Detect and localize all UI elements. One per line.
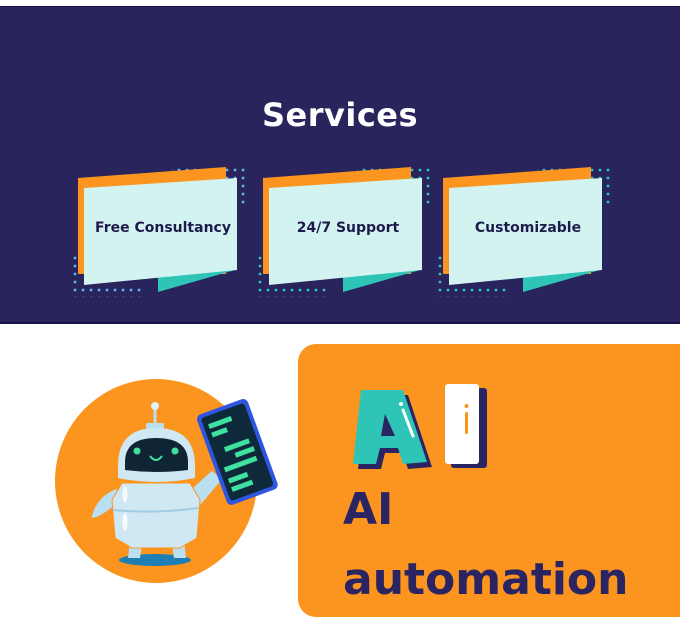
heading-line-2: automation	[343, 554, 629, 605]
service-card-free-consultancy[interactable]: Free Consultancy	[65, 160, 265, 305]
heading-line-1: AI	[343, 484, 394, 535]
card-graphic	[71, 166, 246, 297]
ai-automation-heading: AI automation	[343, 480, 628, 610]
card-graphic	[256, 166, 431, 297]
tablet-icon	[196, 399, 278, 505]
card-label: 24/7 Support	[296, 220, 400, 236]
card-graphic	[436, 166, 611, 297]
card-label: Free Consultancy	[95, 220, 231, 236]
robot-illustration	[55, 379, 278, 583]
services-title: Services	[261, 96, 419, 134]
service-card-support[interactable]: 24/7 Support	[250, 160, 450, 305]
ai-3d-logo-icon	[353, 384, 487, 469]
ai-automation-panel	[298, 344, 680, 617]
card-label: Customizable	[474, 220, 582, 236]
service-card-customizable[interactable]: Customizable	[430, 160, 630, 305]
